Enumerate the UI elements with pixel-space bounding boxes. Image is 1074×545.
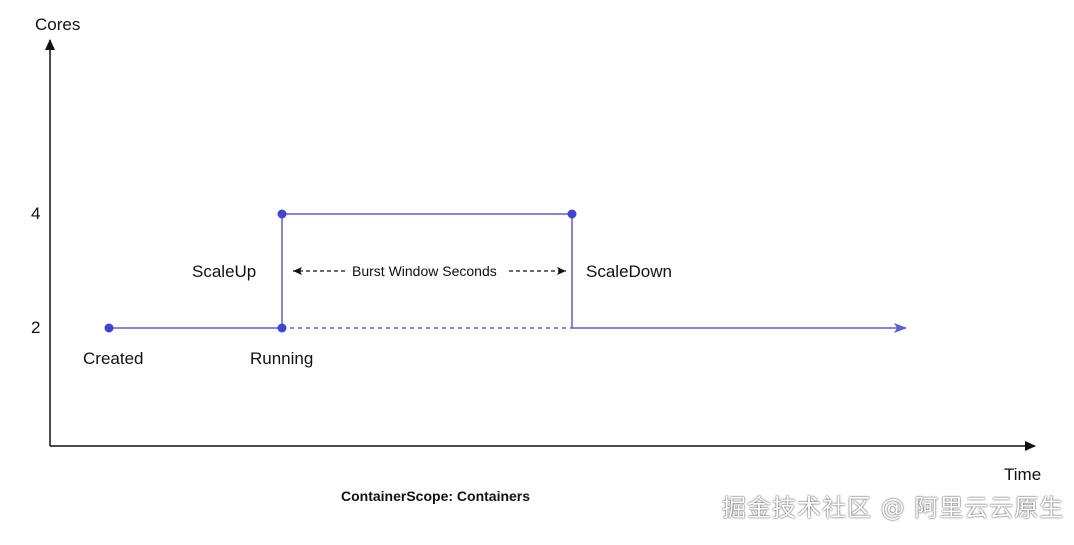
running-point	[277, 323, 287, 333]
scale-down-point	[567, 209, 577, 219]
scale-up-label: ScaleUp	[192, 262, 257, 281]
y-tick-4: 4	[31, 204, 41, 223]
diagram-caption: ContainerScope: Containers	[341, 488, 531, 504]
scale-down-label: ScaleDown	[586, 262, 672, 281]
created-point	[104, 323, 114, 333]
running-label: Running	[250, 349, 314, 368]
y-axis-label: Cores	[35, 15, 81, 34]
created-label: Created	[83, 349, 144, 368]
burst-window-label: Burst Window Seconds	[352, 263, 497, 279]
x-axis-label: Time	[1004, 465, 1042, 484]
scale-up-point	[277, 209, 287, 219]
watermark: 掘金技术社区 @ 阿里云云原生	[722, 494, 1065, 522]
y-tick-2: 2	[31, 318, 41, 337]
